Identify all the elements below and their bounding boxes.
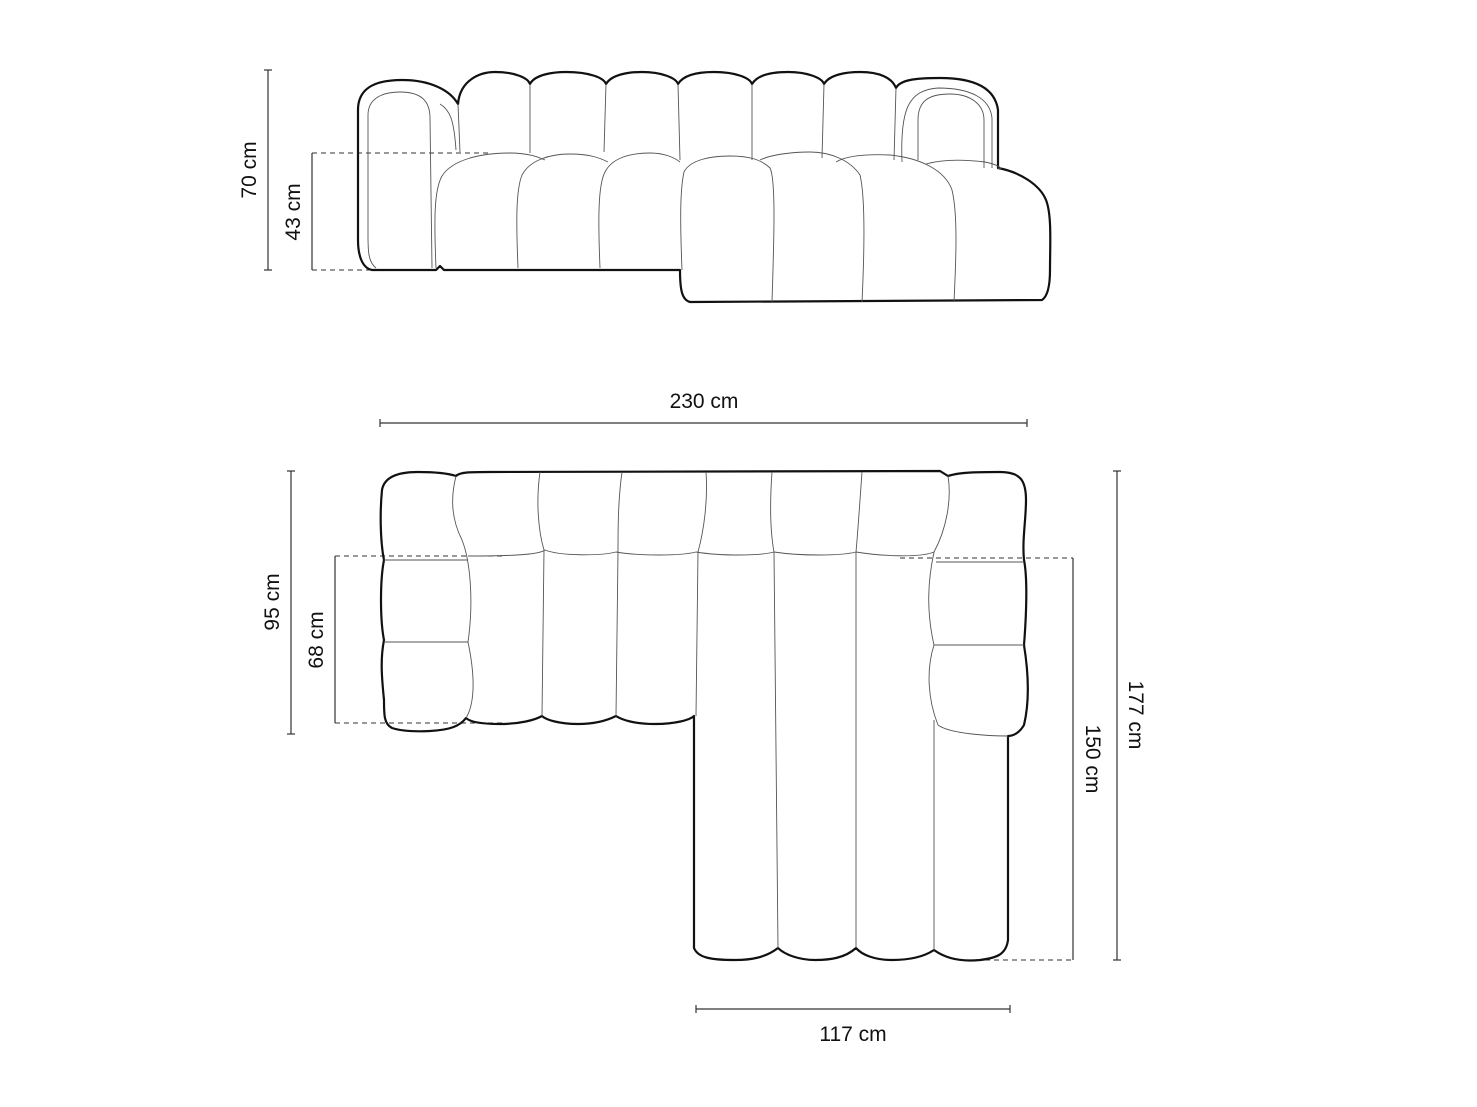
- top-view: [287, 419, 1121, 1013]
- front-view: [264, 69, 1052, 304]
- top-outline: [379, 469, 1029, 962]
- chaise-width-dimension-117: [695, 1005, 1011, 1013]
- depth-dimension-95: [287, 470, 295, 735]
- label-68cm: 68 cm: [305, 611, 328, 668]
- height-dimension-70: [264, 69, 272, 271]
- chaise-seat-dimension-150: [900, 557, 1074, 961]
- seat-depth-dimension-68: [334, 555, 505, 724]
- label-117cm: 117 cm: [819, 1023, 886, 1046]
- seat-height-dimension-43: [311, 152, 490, 271]
- chaise-length-dimension-177: [1113, 470, 1121, 961]
- front-outline: [356, 70, 1052, 304]
- label-230cm: 230 cm: [670, 390, 739, 413]
- label-70cm: 70 cm: [238, 141, 261, 198]
- label-150cm: 150 cm: [1081, 725, 1104, 794]
- label-177cm: 177 cm: [1124, 681, 1147, 750]
- label-95cm: 95 cm: [261, 573, 284, 630]
- label-43cm: 43 cm: [282, 183, 305, 240]
- width-dimension-230: [379, 419, 1028, 427]
